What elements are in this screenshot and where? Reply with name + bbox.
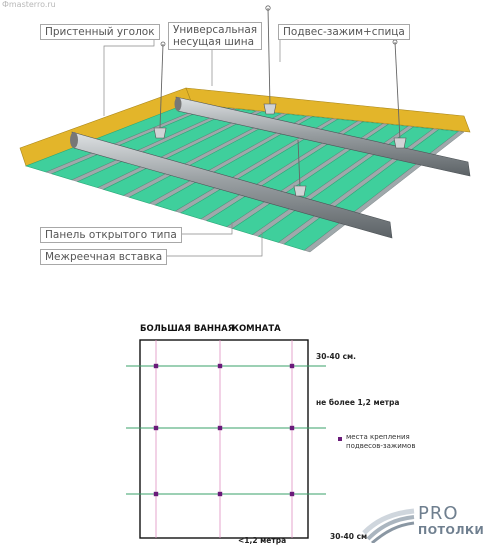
logo-subtitle: ПОТОЛКИ xyxy=(418,524,485,537)
hanger-hook xyxy=(265,5,271,11)
hanger-clamp xyxy=(393,137,407,149)
label-insert: Межреечная вставка xyxy=(40,249,168,265)
leader-insert xyxy=(164,232,263,257)
hanger-point xyxy=(217,491,223,497)
hanger-point xyxy=(217,425,223,431)
hanger-clamp xyxy=(293,185,307,197)
legend-point-icon xyxy=(338,437,342,441)
hanger-points xyxy=(153,363,295,497)
legend-text: места крепления подвесов-зажимов xyxy=(346,433,415,451)
plan-title-right: КОМНАТА xyxy=(232,324,281,334)
hanger-hook xyxy=(160,41,166,47)
hanger-rod xyxy=(394,41,401,141)
hanger-point xyxy=(153,363,159,369)
hanger-point xyxy=(289,363,295,369)
rail-end-cap xyxy=(174,97,182,111)
label-carrier-line1: Универсальная xyxy=(173,24,258,36)
note-max-spacing: не более 1,2 метра xyxy=(316,398,400,407)
rail-end-cap xyxy=(70,132,78,148)
note-edge-distance-top: 30-40 см. xyxy=(316,352,357,361)
room-outline xyxy=(139,339,309,539)
hanger-rod xyxy=(267,7,271,107)
installation-plan xyxy=(126,339,326,539)
hanger-rod xyxy=(159,43,164,129)
hanger-hook xyxy=(392,39,398,45)
hanger-point xyxy=(289,491,295,497)
note-rail-spacing: <1,2 метра xyxy=(238,536,287,545)
isometric-ceiling xyxy=(19,5,471,257)
hanger-point xyxy=(153,425,159,431)
note-edge-distance-bottom: 30-40 см. xyxy=(330,532,371,541)
panel-guide-lines xyxy=(155,340,293,538)
label-wall-angle: Пристенный уголок xyxy=(40,24,160,40)
plan-title-left: БОЛЬШАЯ ВАННАЯ xyxy=(140,324,235,334)
hanger-clamp xyxy=(263,103,277,115)
label-panel: Панель открытого типа xyxy=(40,227,182,243)
hanger-rod xyxy=(297,139,301,189)
leader-panel xyxy=(182,222,233,235)
label-hanger: Подвес-зажим+спица xyxy=(278,24,410,40)
watermark: Фmasterro.ru xyxy=(2,0,56,9)
brand-logo: PRO ПОТОЛКИ xyxy=(360,503,490,543)
hanger-clamp xyxy=(153,127,167,139)
hanger-point xyxy=(153,491,159,497)
legend-line1: места крепления xyxy=(346,433,410,441)
label-carrier: Универсальная несущая шина xyxy=(168,22,263,50)
label-carrier-line2: несущая шина xyxy=(173,36,255,48)
logo-pro: PRO xyxy=(418,503,459,524)
hanger-point xyxy=(217,363,223,369)
legend-line2: подвесов-зажимов xyxy=(346,442,416,450)
hanger-point xyxy=(289,425,295,431)
logo-swoosh-icon xyxy=(362,508,415,543)
